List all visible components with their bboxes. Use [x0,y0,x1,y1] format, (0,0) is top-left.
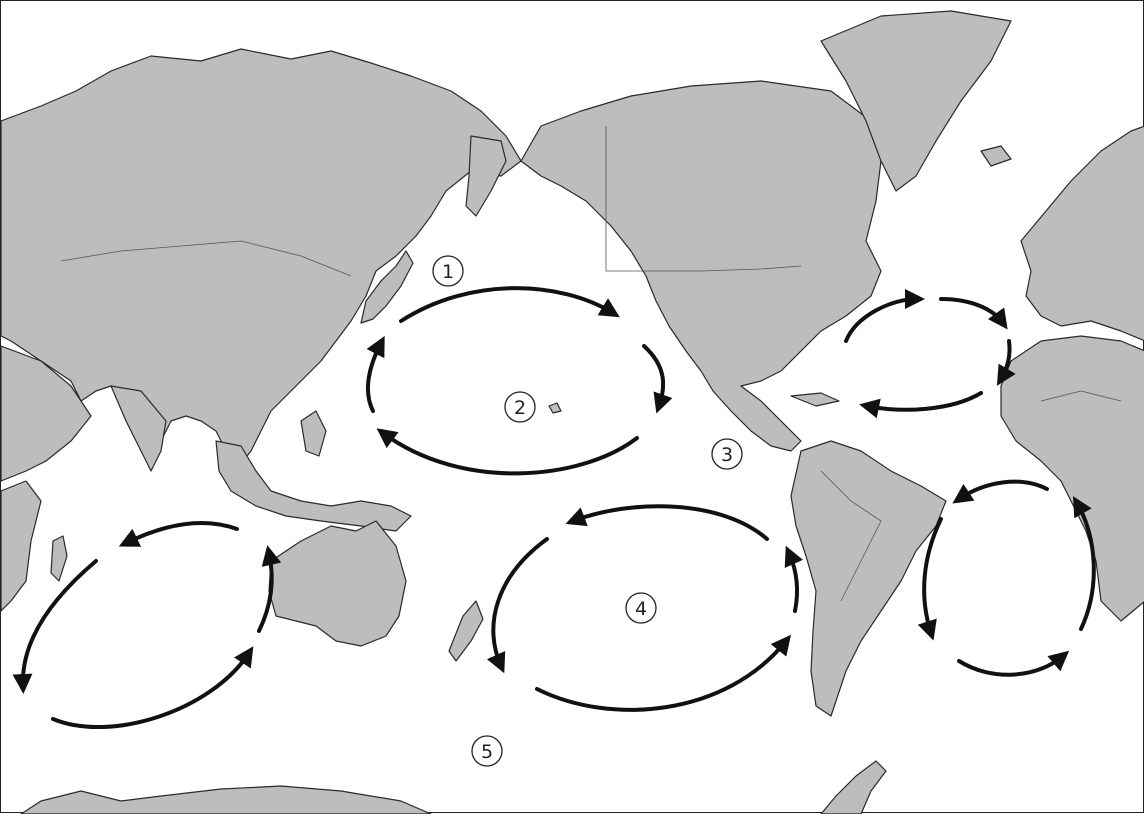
indian-ocean-gyre-arrow-left [12,559,98,694]
south-pacific-gyre-arrow-top [565,504,769,541]
north-pacific-gyre-arrow-top [399,286,620,323]
south-pacific-gyre-arrow-right [784,545,804,613]
marker-5-label: 5 [481,741,493,763]
north-pacific-gyre-arrow-right [642,344,673,414]
hawaii [548,402,562,414]
arabia [1,345,92,482]
south-america [790,440,947,717]
borders [60,126,1122,602]
north-pacific-gyre-arrow-left [365,335,385,413]
north-atlantic-gyre-arrow-bottom [859,391,983,419]
north-pacific-gyre-arrow-bottom [376,428,639,476]
numbered-markers: 1 2 3 4 5 [432,255,743,767]
cuba [790,392,840,407]
south-pacific-gyre-arrow-bottom [535,634,792,712]
south-pacific-gyre-arrow-left [486,537,549,674]
marker-2: 2 [504,391,536,423]
marker-2-label: 2 [514,397,526,419]
marker-5: 5 [471,735,503,767]
marker-3-label: 3 [721,444,733,466]
greenland [820,10,1012,192]
philippines [300,410,327,457]
eurasia [1,48,522,467]
iceland [980,145,1012,167]
australia [268,520,407,647]
africa-west [1000,335,1144,622]
south-atlantic-gyre-arrow-right [1073,496,1096,631]
antarctic-peninsula [820,760,887,814]
south-atlantic-gyre-arrow-top [952,479,1049,504]
antarctica [20,785,432,814]
north-atlantic-gyre-arrow-right-top [939,297,1008,330]
indian-ocean-gyre-arrow-top [118,521,239,547]
southeast-asia [215,440,412,532]
europe [1020,125,1144,342]
india [110,385,167,472]
indian-ocean-gyre-arrow-bottom [51,646,254,729]
kamchatka [465,135,507,217]
north-atlantic-gyre-arrow-right-bottom [996,339,1016,386]
south-atlantic-gyre-arrow-bottom [957,650,1070,677]
land-masses [1,10,1144,814]
marker-4-label: 4 [635,598,647,620]
indian-ocean-gyre-arrow-right [257,545,282,633]
africa-east [1,480,42,612]
new-zealand [448,600,484,662]
north-america [520,80,882,452]
marker-1-label: 1 [442,261,454,283]
marker-3: 3 [711,438,743,470]
north-atlantic-gyre-arrow-top [844,289,925,343]
madagascar [50,535,68,582]
marker-4: 4 [625,592,657,624]
japan [360,250,414,324]
marker-1: 1 [432,255,464,287]
south-atlantic-gyre-arrow-left [917,517,943,641]
gyre-arrows [12,286,1096,729]
